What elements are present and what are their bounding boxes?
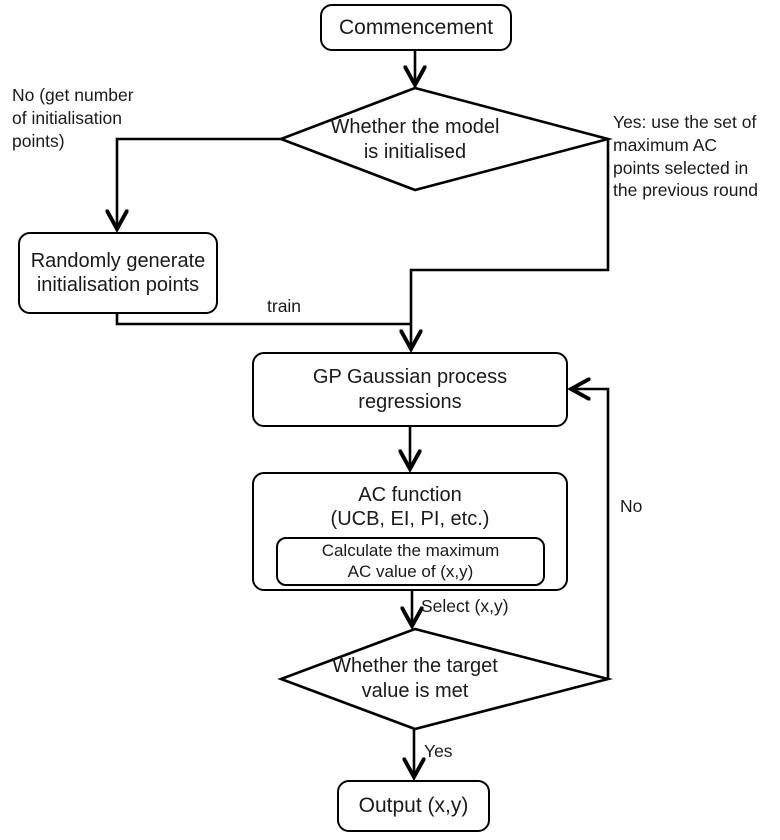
edge-label-no-initialisation: No (get number of initialisation points) <box>12 85 134 151</box>
node-whether-initialised-line1: Whether the model <box>330 116 500 138</box>
node-randomly-generate-line2: initialisation points <box>36 274 200 296</box>
node-gp-regressions-line2: regressions <box>358 390 462 413</box>
edge-no-loop-to-gp <box>572 389 610 679</box>
edge-train-to-gp <box>115 314 411 326</box>
node-commencement-label: Commencement <box>338 15 494 39</box>
node-randomly-generate[interactable]: Randomly generate initialisation points <box>18 232 218 314</box>
edge-label-select-xy: Select (x,y) <box>421 596 509 616</box>
edge-label-no-loop-back: No <box>620 496 643 516</box>
edge-label-train: train <box>267 296 302 316</box>
node-ac-function-line1: AC function <box>358 484 462 506</box>
node-gp-regressions[interactable]: GP Gaussian process regressions <box>252 352 568 427</box>
node-calculate-max-ac[interactable]: Calculate the maximum AC value of (x,y) <box>276 537 545 586</box>
node-whether-target-line2: value is met <box>361 680 469 702</box>
edge-no-to-random-generate <box>117 137 281 228</box>
node-ac-function-line2: (UCB, EI, PI, etc.) <box>330 508 490 531</box>
node-commencement[interactable]: Commencement <box>320 4 512 51</box>
node-randomly-generate-line1: Randomly generate <box>30 249 206 272</box>
edge-label-yes-previous-round: Yes: use the set of maximum AC points se… <box>613 112 758 201</box>
node-output-label: Output (x,y) <box>358 794 469 818</box>
node-whether-target-text: Whether the target value is met <box>300 650 530 708</box>
node-output[interactable]: Output (x,y) <box>337 780 490 832</box>
diamond-whether-initialised-shape <box>277 86 614 192</box>
node-calculate-max-ac-line2: AC value of (x,y) <box>347 561 474 581</box>
node-whether-initialised-line2: is initialised <box>363 141 467 163</box>
node-whether-initialised-text: Whether the model is initialised <box>290 110 540 170</box>
node-calculate-max-ac-line1: Calculate the maximum <box>321 540 500 560</box>
edge-label-yes-output: Yes <box>424 741 453 761</box>
edge-yes-to-gp <box>411 139 610 348</box>
node-gp-regressions-line1: GP Gaussian process <box>312 366 508 389</box>
node-whether-target-line1: Whether the target <box>332 655 498 677</box>
